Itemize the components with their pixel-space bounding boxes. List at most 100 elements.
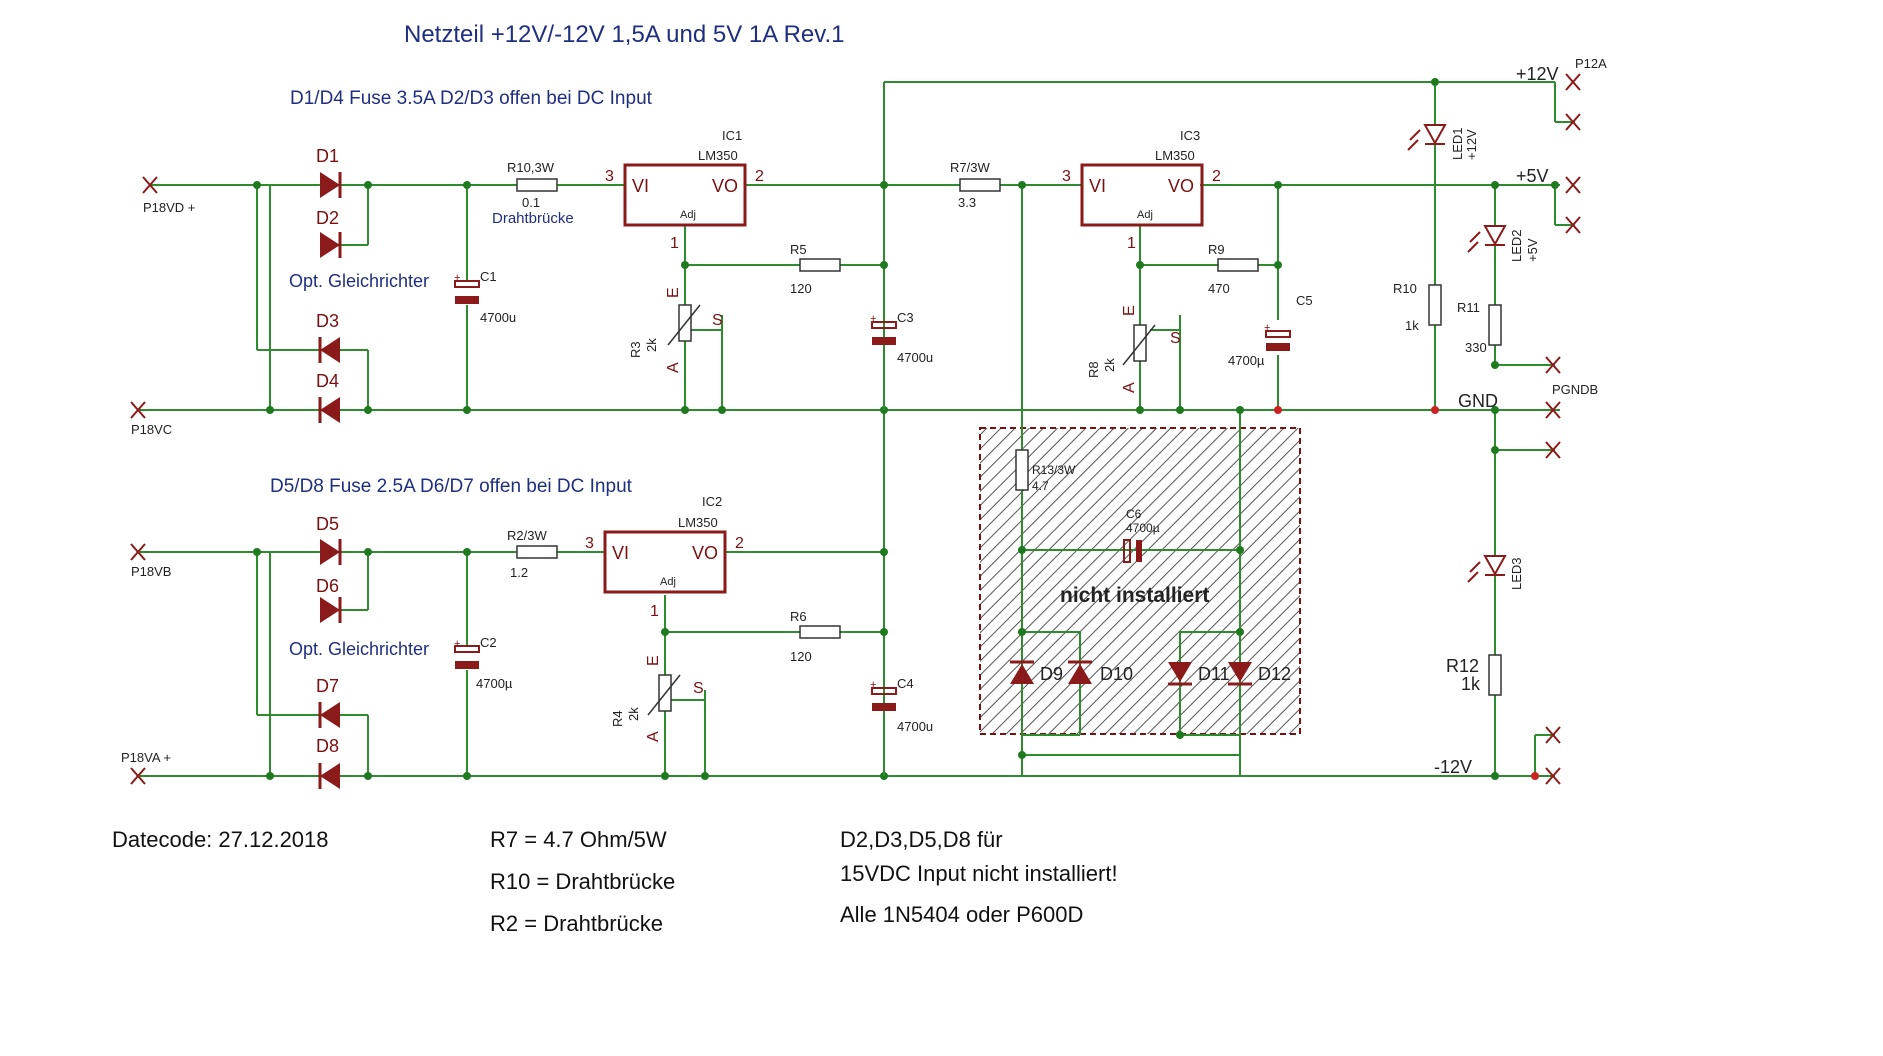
capacitor-c1: + — [454, 272, 480, 304]
capacitor-c5-value: 4700µ — [1228, 353, 1265, 368]
regulator-ic1-pin2: 2 — [755, 168, 764, 185]
regulator-ic1 — [623, 163, 747, 227]
diode-d9 — [1010, 660, 1034, 684]
resistor-r10b — [1428, 284, 1442, 326]
diode-d2-label: D2 — [316, 208, 339, 228]
regulator-ic1-label: IC1 — [722, 128, 742, 143]
led2-icon — [1467, 225, 1507, 253]
diode-d1 — [305, 172, 342, 198]
diode-d7 — [318, 702, 340, 728]
diode-d5 — [320, 539, 342, 565]
resistor-r10-value: 0.1 — [522, 195, 540, 210]
capacitor-c3-value: 4700u — [897, 350, 933, 365]
resistor-r5-value: 120 — [790, 281, 812, 296]
potentiometer-r8-s: S — [1170, 330, 1181, 347]
regulator-ic3-pin2: 2 — [1212, 168, 1221, 185]
potentiometer-r3-label: R3 — [628, 341, 643, 358]
regulator-ic3-adj: Adj — [1137, 209, 1153, 221]
resistor-r11-value: 330 — [1465, 340, 1487, 355]
resistor-r9 — [1217, 258, 1259, 272]
rail-plus12: +12V — [1516, 64, 1559, 84]
potentiometer-r8-e: E — [1121, 305, 1138, 316]
note-diodes-2: 15VDC Input nicht installiert! — [840, 861, 1118, 886]
capacitor-c2: + — [454, 638, 480, 669]
svg-text:+: + — [454, 638, 460, 650]
svg-text:+: + — [454, 272, 460, 284]
led1-icon — [1407, 124, 1447, 151]
diode-d12 — [1228, 662, 1252, 686]
diode-d8-label: D8 — [316, 736, 339, 756]
port-p18vb: P18VB — [131, 564, 171, 579]
regulator-ic1-adj: Adj — [680, 209, 696, 221]
capacitor-c5-label: C5 — [1296, 293, 1313, 308]
capacitor-c4-label: C4 — [897, 676, 914, 691]
note-r2: R2 = Drahtbrücke — [490, 911, 664, 936]
potentiometer-r3-s: S — [712, 312, 723, 329]
resistor-r7-label: R7/3W — [950, 160, 990, 175]
schematic-title: Netzteil +12V/-12V 1,5A und 5V 1A Rev.1 — [404, 21, 845, 48]
potentiometer-r8-value: 2k — [1102, 358, 1117, 372]
diode-d5-label: D5 — [316, 514, 339, 534]
port-p12a: P12A — [1575, 56, 1607, 71]
resistor-r2-value: 1.2 — [510, 565, 528, 580]
port-p18vc: P18VC — [131, 422, 172, 437]
regulator-ic2-vi: VI — [612, 543, 629, 563]
resistor-r7-value: 3.3 — [958, 195, 976, 210]
resistor-r2 — [516, 545, 558, 559]
led2-label: LED2 — [1509, 229, 1524, 262]
rail-plus5: +5V — [1516, 166, 1549, 186]
capacitor-c2-label: C2 — [480, 635, 497, 650]
diode-d6 — [320, 597, 342, 623]
resistor-r11-label: R11 — [1457, 300, 1480, 315]
capacitor-c2-value: 4700µ — [476, 676, 513, 691]
led1-label: LED1 — [1450, 127, 1465, 160]
resistor-r6-value: 120 — [790, 649, 812, 664]
rail-minus12: -12V — [1434, 757, 1472, 777]
potentiometer-r4-label: R4 — [610, 710, 625, 727]
svg-text:+: + — [870, 679, 876, 691]
schematic-diagram: Netzteil +12V/-12V 1,5A und 5V 1A Rev.1 … — [121, 21, 1607, 789]
regulator-ic2-type: LM350 — [678, 515, 718, 530]
regulator-ic1-vo: VO — [712, 176, 738, 196]
red-junction-dots — [1274, 406, 1539, 780]
rectifier-label-top: Opt. Gleichrichter — [289, 271, 429, 291]
regulator-ic2-pin2: 2 — [735, 535, 744, 552]
port-markers — [130, 73, 1581, 785]
diode-d3-label: D3 — [316, 311, 339, 331]
resistor-r12-label: R12 — [1446, 656, 1479, 676]
regulator-ic1-pin3: 3 — [605, 168, 614, 185]
diode-d8 — [318, 763, 340, 789]
diode-d11 — [1168, 662, 1192, 686]
capacitor-c3-label: C3 — [897, 310, 914, 325]
resistor-r10b-value: 1k — [1405, 318, 1419, 333]
regulator-ic2-pin3: 3 — [585, 535, 594, 552]
regulator-ic2 — [603, 530, 727, 594]
regulator-ic3-pin1: 1 — [1127, 235, 1136, 252]
capacitor-c5: + — [1264, 322, 1291, 351]
resistor-r12 — [1488, 654, 1502, 696]
capacitor-c1-value: 4700u — [480, 310, 516, 325]
svg-text:+: + — [1264, 322, 1270, 334]
regulator-ic3-vi: VI — [1089, 176, 1106, 196]
potentiometer-r3-a: A — [665, 362, 682, 373]
note-diodes-3: Alle 1N5404 oder P600D — [840, 902, 1084, 927]
diode-d3 — [318, 337, 340, 363]
potentiometer-r3-e: E — [665, 287, 682, 298]
potentiometer-r4-e: E — [645, 655, 662, 666]
potentiometer-r4-a: A — [645, 731, 662, 742]
regulator-ic2-label: IC2 — [702, 494, 722, 509]
resistor-r10-note: Drahtbrücke — [492, 210, 574, 227]
regulator-ic2-pin1: 1 — [650, 603, 659, 620]
regulator-ic3 — [1080, 163, 1204, 227]
junction-dots — [253, 78, 1559, 780]
resistor-r7 — [959, 178, 1001, 192]
resistor-r9-value: 470 — [1208, 281, 1230, 296]
diode-d2 — [320, 232, 342, 258]
resistor-r13-label: R13/3W — [1032, 463, 1076, 477]
potentiometer-r8-a: A — [1121, 382, 1138, 393]
led3-icon — [1467, 555, 1507, 583]
regulator-ic3-label: IC3 — [1180, 128, 1200, 143]
bottom-section-note: D5/D8 Fuse 2.5A D6/D7 offen bei DC Input — [270, 476, 633, 497]
port-p18va: P18VA + — [121, 750, 171, 765]
potentiometer-r4 — [647, 674, 681, 716]
